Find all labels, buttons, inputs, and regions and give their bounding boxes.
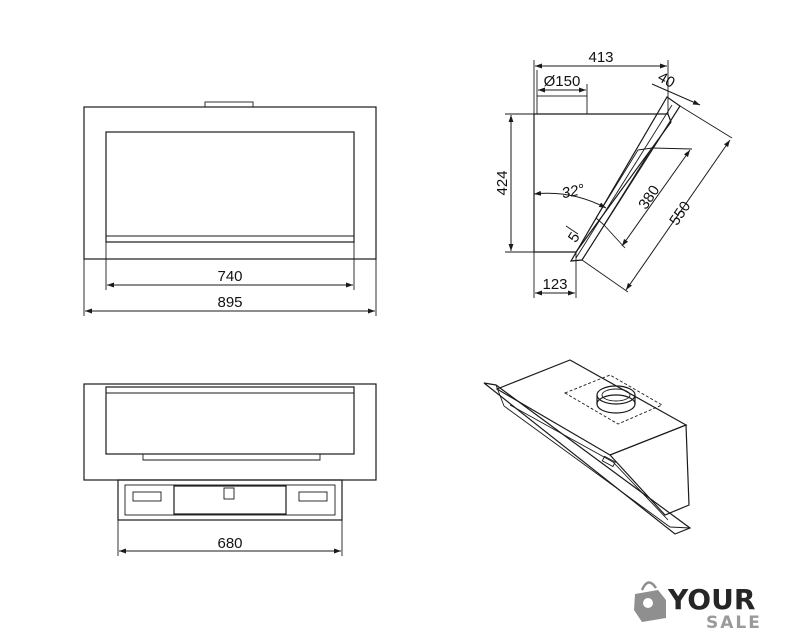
bottom-slot-left <box>132 491 162 502</box>
front-view: 740 895 <box>83 101 377 316</box>
front-glass-panel <box>105 131 355 243</box>
front-top-duct <box>204 101 254 108</box>
dim-label-32: 32° <box>560 181 586 202</box>
dim-line-40 <box>651 83 701 106</box>
logo-hand-icon <box>643 598 653 608</box>
bottom-view: 680 <box>83 383 377 556</box>
iso-duct-collar-top <box>596 385 636 405</box>
dim-label-40: 40 <box>655 69 678 92</box>
dim-label-380: 380 <box>635 182 663 212</box>
dim-label-424: 424 <box>494 170 511 195</box>
dim-label-740: 740 <box>217 268 242 285</box>
iso-glass-handle <box>601 455 616 468</box>
isometric-view <box>483 359 692 535</box>
side-duct-stub <box>536 95 588 115</box>
dim-label-413: 413 <box>588 49 613 66</box>
dim-label-895: 895 <box>217 294 242 311</box>
dim-label-680: 680 <box>217 535 242 552</box>
side-body-outline <box>533 113 672 253</box>
bottom-lip <box>142 454 321 461</box>
bottom-filter-housing <box>117 479 343 521</box>
logo-text-sale: SALE <box>706 613 762 633</box>
dim-line-5 <box>565 225 579 235</box>
bottom-grease-filter <box>173 485 287 515</box>
side-view: 413 Ø150 40 424 32° 380 550 5 123 <box>494 49 733 298</box>
dim-label-150: Ø150 <box>544 73 581 90</box>
iso-glass-edge <box>495 384 691 529</box>
bottom-glass-panel <box>105 386 355 455</box>
iso-top-face <box>495 359 688 456</box>
bottom-slot-right <box>298 491 328 502</box>
dim-arc-32 <box>533 190 607 209</box>
iso-side-face <box>608 424 690 516</box>
dim-label-550: 550 <box>666 198 694 228</box>
dim-line-550 <box>625 139 731 291</box>
iso-top-recess <box>563 374 664 425</box>
bottom-filter-latch <box>223 487 235 500</box>
logo-text-your: YOUR <box>667 583 755 616</box>
your-sale-logo: YOUR SALE <box>634 581 762 633</box>
dim-label-123: 123 <box>542 276 567 293</box>
bottom-outer-frame <box>83 383 377 481</box>
